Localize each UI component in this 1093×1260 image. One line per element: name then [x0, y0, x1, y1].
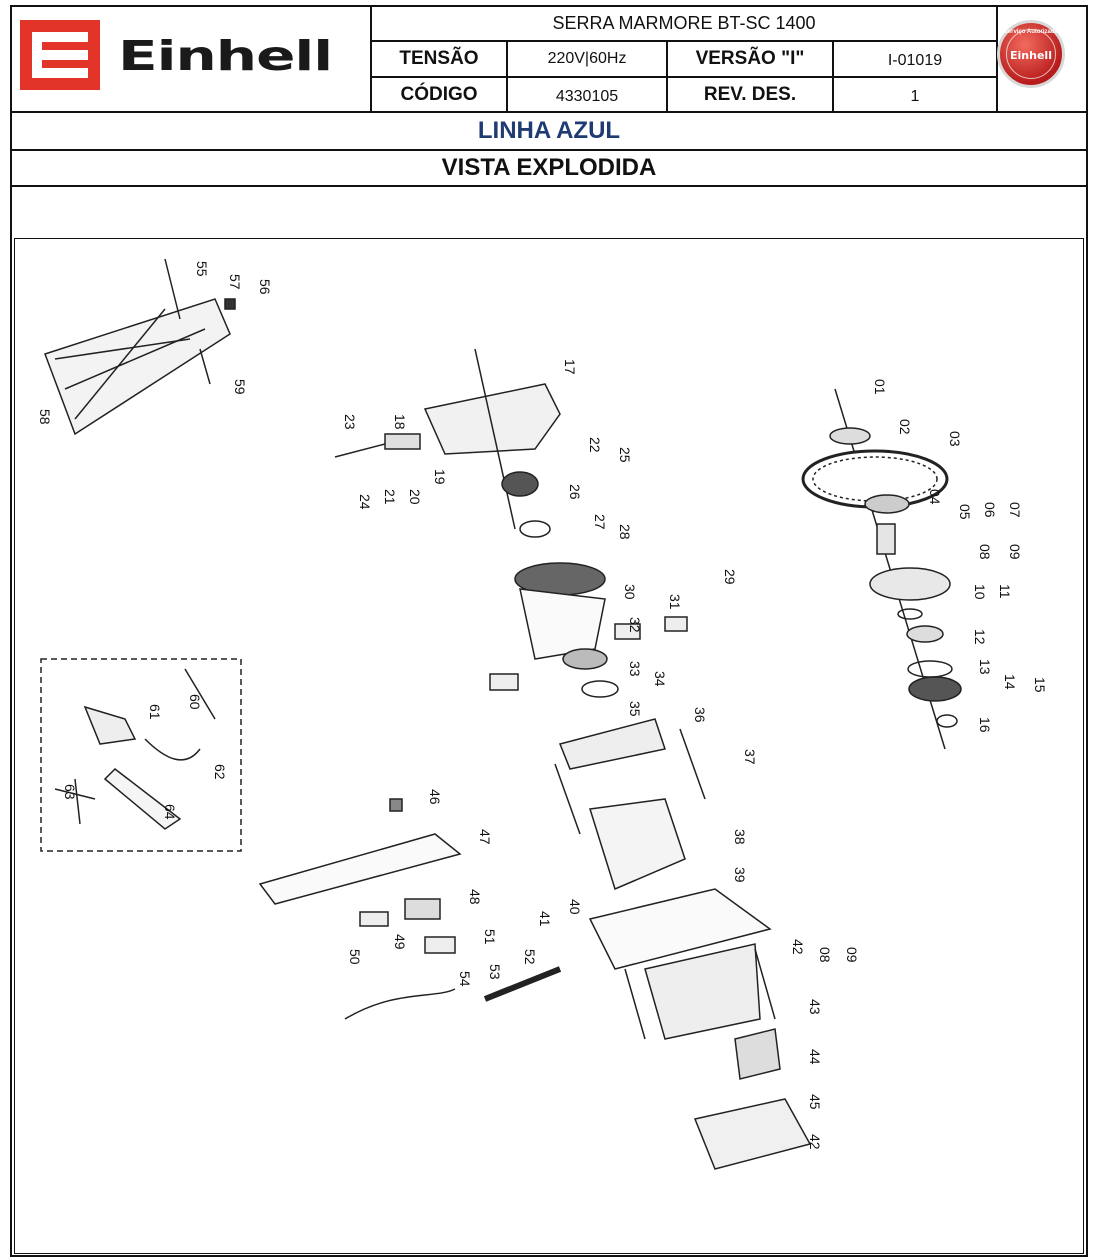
part-label: 34 — [652, 671, 668, 687]
motor-housing — [334, 348, 561, 538]
tensao-label: TENSÃO — [399, 48, 479, 69]
part-label: 46 — [427, 789, 443, 805]
part-label: 12 — [972, 629, 988, 645]
stand-assembly — [44, 258, 236, 436]
versao-label: VERSÃO "I" — [695, 48, 805, 69]
part-label: 38 — [732, 829, 748, 845]
stator-base — [554, 718, 812, 1170]
part-label: 05 — [957, 504, 973, 520]
part-label: 41 — [537, 911, 553, 927]
blade-assembly — [801, 388, 962, 750]
part-label: 40 — [567, 899, 583, 915]
part-label: 55 — [194, 261, 210, 277]
part-label: 22 — [587, 437, 603, 453]
part-label: 28 — [617, 524, 633, 540]
exploded-view-svg: 01 02 03 04 05 06 07 08 09 10 11 12 13 14 15 16 17 18 19 20… — [37, 258, 1048, 1170]
part-label: 07 — [1007, 502, 1023, 518]
authorized-service-badge: Serviço Autorizado Einhell — [997, 20, 1065, 88]
part-label: 27 — [592, 514, 608, 530]
header-table: Einhell SERRA MARMORE BT-SC 1400 TENSÃO … — [10, 5, 1088, 113]
part-label: 09 — [1007, 544, 1023, 560]
part-label: 25 — [617, 447, 633, 463]
part-label: 20 — [407, 489, 423, 505]
part-label: 57 — [227, 274, 243, 290]
spacer-row — [10, 185, 1088, 235]
part-label: 51 — [482, 929, 498, 945]
part-label: 33 — [627, 661, 643, 677]
handle-cord — [258, 798, 562, 1020]
part-label: 11 — [997, 584, 1013, 599]
part-label: 13 — [977, 659, 993, 675]
part-label: 56 — [257, 279, 273, 295]
view-title: VISTA EXPLODIDA — [10, 149, 1088, 185]
product-title: SERRA MARMORE BT-SC 1400 — [552, 12, 816, 33]
part-label: 59 — [232, 379, 248, 395]
logo-cell: Einhell — [10, 5, 372, 113]
part-label: 04 — [927, 489, 943, 505]
part-label: 53 — [487, 964, 503, 980]
einhell-logo-wordmark: Einhell — [118, 32, 333, 80]
part-label: 48 — [467, 889, 483, 905]
part-label: 54 — [457, 971, 473, 987]
part-label: 47 — [477, 829, 493, 845]
part-label: 35 — [627, 701, 643, 717]
part-label: 49 — [392, 934, 408, 950]
part-label: 44 — [807, 1049, 823, 1065]
part-label: 50 — [347, 949, 363, 965]
part-label: 08 — [977, 544, 993, 560]
part-label: 24 — [357, 494, 373, 510]
part-label: 03 — [947, 431, 963, 447]
part-label: 45 — [807, 1094, 823, 1110]
revdes-label: REV. DES. — [703, 84, 797, 105]
accessories — [40, 658, 242, 852]
part-label: 18 — [392, 414, 408, 430]
part-label: 15 — [1032, 677, 1048, 693]
part-label: 60 — [187, 694, 203, 710]
part-label: 26 — [567, 484, 583, 500]
part-label: 16 — [977, 717, 993, 733]
armature — [489, 562, 688, 698]
part-label: 61 — [147, 704, 163, 720]
part-label: 37 — [742, 749, 758, 765]
part-label: 63 — [62, 784, 78, 800]
page-frame — [10, 5, 1088, 1257]
part-label: 39 — [732, 867, 748, 883]
product-line: LINHA AZUL — [10, 111, 1088, 149]
part-label: 42 — [807, 1134, 823, 1150]
versao-value: I-01019 — [887, 52, 943, 69]
part-label: 42 — [790, 939, 806, 955]
part-label: 31 — [667, 594, 683, 610]
part-label: 21 — [382, 489, 398, 505]
part-label: 36 — [692, 707, 708, 723]
part-label: 02 — [897, 419, 913, 435]
tensao-value: 220V|60Hz — [547, 50, 627, 67]
part-label: 29 — [722, 569, 738, 585]
codigo-label: CÓDIGO — [400, 84, 478, 105]
part-label: 14 — [1002, 674, 1018, 690]
part-label: 64 — [162, 804, 178, 820]
part-label: 06 — [982, 502, 998, 518]
einhell-logo-mark — [20, 20, 100, 90]
part-label: 10 — [972, 584, 988, 600]
part-label: 09 — [844, 947, 860, 963]
part-label: 08 — [817, 947, 833, 963]
codigo-value: 4330105 — [555, 88, 619, 105]
part-label: 32 — [627, 617, 643, 633]
part-label: 23 — [342, 414, 358, 430]
exploded-view-diagram: 01 02 03 04 05 06 07 08 09 10 11 12 13 14 15 16 17 18 19 20… — [14, 238, 1084, 1254]
part-label: 58 — [37, 409, 53, 425]
part-label: 43 — [807, 999, 823, 1015]
part-label: 01 — [872, 379, 888, 395]
revdes-value: 1 — [910, 88, 920, 105]
part-label: 30 — [622, 584, 638, 600]
part-label: 52 — [522, 949, 538, 965]
part-label: 17 — [562, 359, 578, 375]
part-label: 19 — [432, 469, 448, 485]
part-label: 62 — [212, 764, 228, 780]
